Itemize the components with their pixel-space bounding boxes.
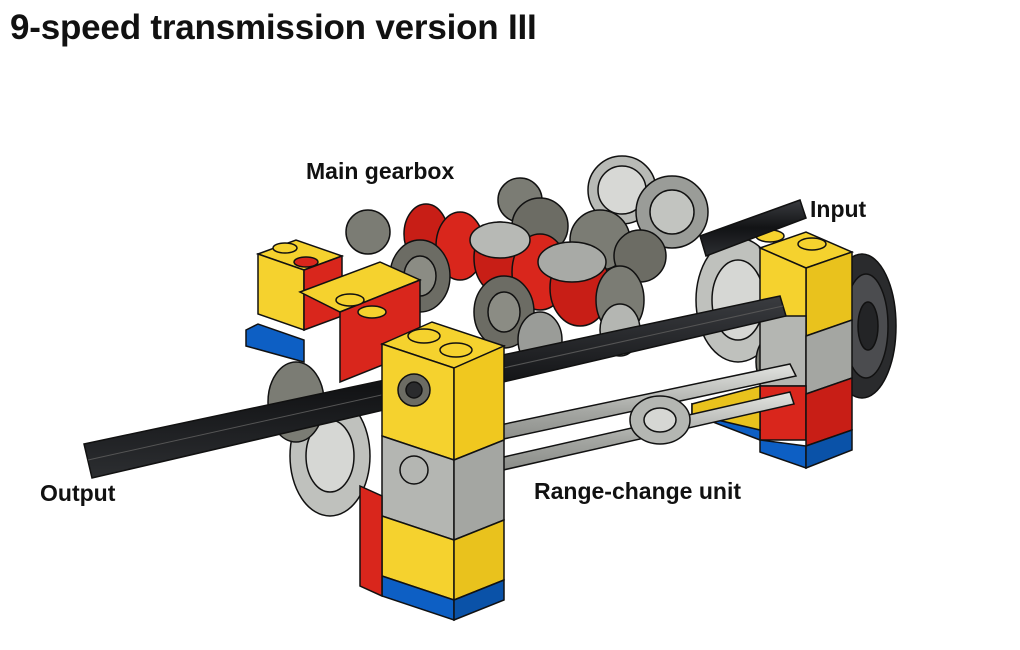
output-label: Output — [40, 480, 116, 506]
input-label: Input — [810, 196, 867, 222]
range-change-label: Range-change unit — [534, 478, 742, 504]
front-frame-column — [359, 321, 507, 622]
input-axle — [699, 199, 807, 257]
left-rear-frame — [245, 239, 422, 384]
main-gearbox-label: Main gearbox — [306, 158, 455, 184]
right-frame-column — [691, 229, 855, 470]
page-title: 9-speed transmission version III — [10, 8, 537, 47]
